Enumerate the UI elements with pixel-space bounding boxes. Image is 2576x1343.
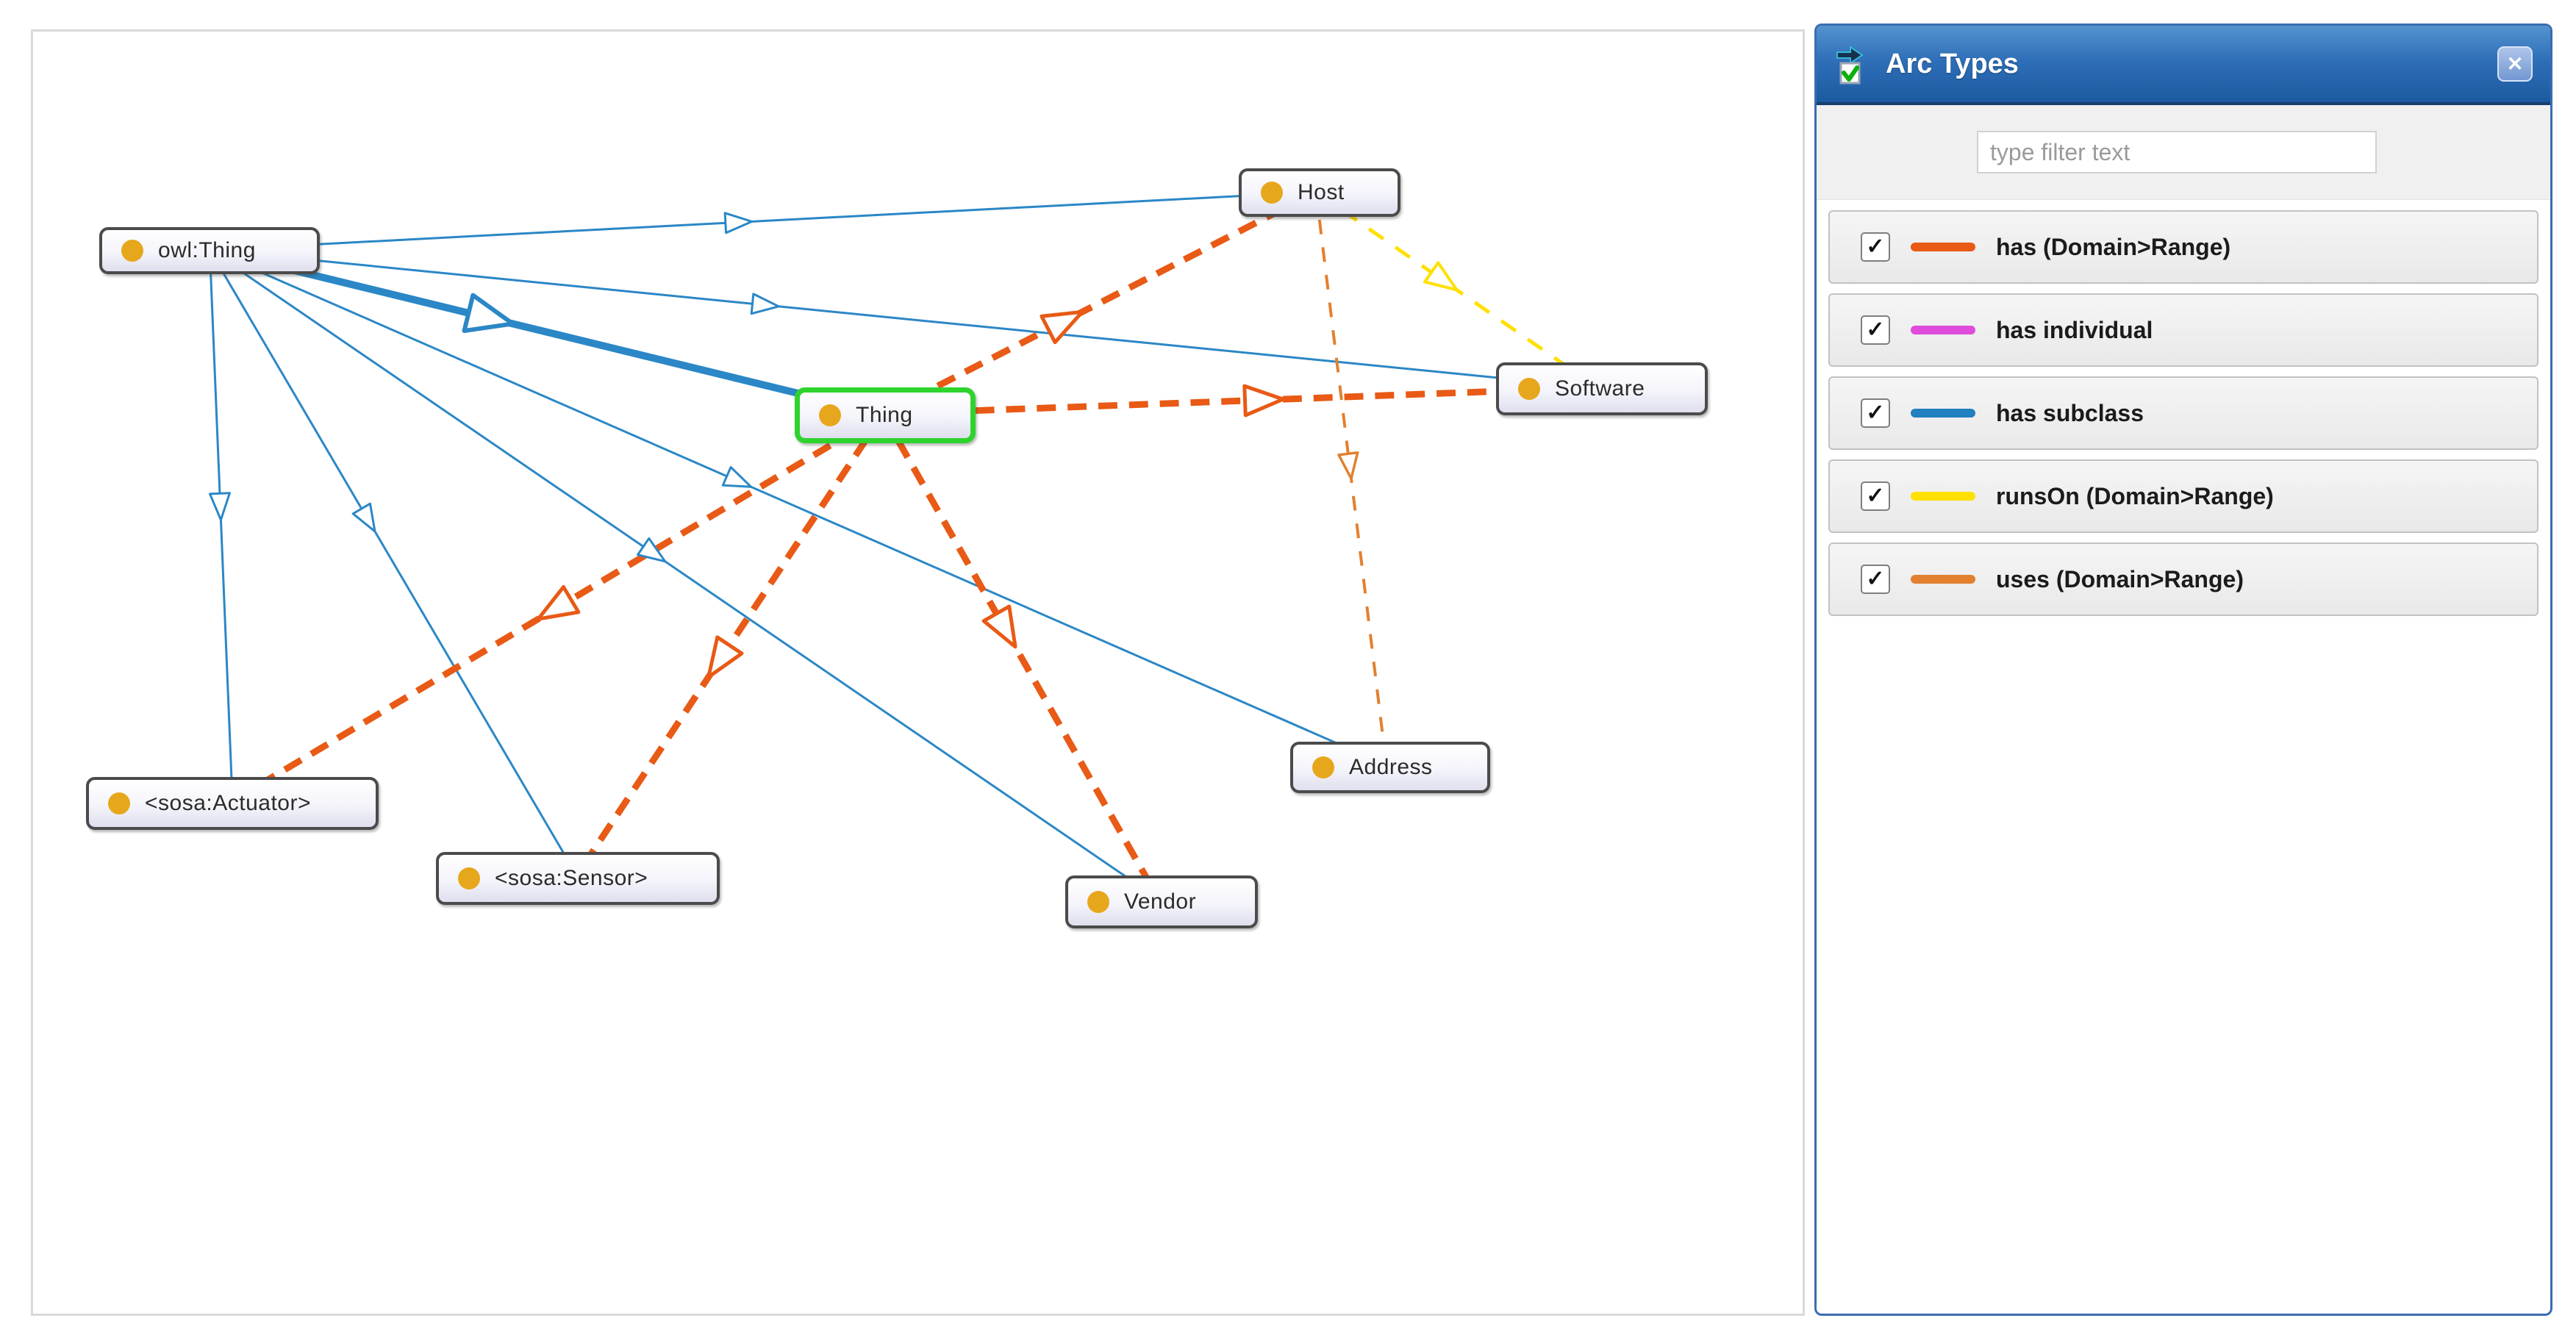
arrowhead-has_subclass-owl_thing-address <box>721 466 753 488</box>
edge-has-thing-software <box>882 384 1598 418</box>
arrowhead-has-thing-host <box>1040 309 1084 345</box>
graph-node-actuator[interactable]: <sosa:Actuator> <box>86 777 379 830</box>
arc-type-label: has individual <box>1996 316 2153 343</box>
filter-input[interactable] <box>1977 131 2377 173</box>
arrowhead-has_subclass-owl_thing-thing <box>462 293 515 333</box>
arc-type-row-has[interactable]: ✓ has subclass <box>1828 376 2539 450</box>
close-icon: ✕ <box>2506 53 2524 75</box>
class-icon <box>458 867 480 889</box>
arrowhead-has_subclass-owl_thing-host <box>723 212 754 234</box>
class-icon <box>1087 891 1109 913</box>
node-label: <sosa:Sensor> <box>495 866 648 890</box>
arc-type-label: uses (Domain>Range) <box>1996 565 2244 592</box>
graph-node-thing[interactable]: Thing <box>795 387 976 443</box>
graph-node-software[interactable]: Software <box>1496 362 1708 415</box>
check-icon <box>1842 65 1859 82</box>
graph-node-host[interactable]: Host <box>1239 168 1400 217</box>
node-label: owl:Thing <box>158 238 256 262</box>
class-icon <box>1312 756 1334 778</box>
edge-has_subclass-owl_thing-software <box>210 248 1598 389</box>
edge-has_subclass-owl_thing-actuator <box>208 249 234 801</box>
graph-node-sensor[interactable]: <sosa:Sensor> <box>436 852 720 905</box>
edge-has_subclass-owl_thing-host <box>210 190 1317 251</box>
class-icon <box>819 404 841 426</box>
graph-node-vendor[interactable]: Vendor <box>1065 875 1258 928</box>
class-icon <box>1261 182 1283 204</box>
arrowhead-has_subclass-owl_thing-software <box>750 293 780 315</box>
class-icon <box>121 240 143 262</box>
edge-has_subclass-owl_thing-thing <box>209 246 884 418</box>
arc-type-label: has (Domain>Range) <box>1996 233 2231 260</box>
graph-node-address[interactable]: Address <box>1290 742 1490 793</box>
arc-type-row-runsOn[interactable]: ✓ runsOn (Domain>Range) <box>1828 459 2539 533</box>
arrow-icon <box>1836 46 1864 65</box>
edge-has-thing-host <box>881 189 1318 418</box>
arc-types-header: Arc Types ✕ <box>1817 26 2550 105</box>
panel-title: Arc Types <box>1886 48 2019 79</box>
edge-has_subclass-owl_thing-vendor <box>209 248 1159 900</box>
arc-color-swatch <box>1911 575 1975 584</box>
node-label: Address <box>1349 755 1433 779</box>
class-icon <box>108 792 130 814</box>
arc-type-checkbox[interactable]: ✓ <box>1861 315 1890 345</box>
arrowhead-has-thing-sensor <box>706 635 744 679</box>
node-label: Software <box>1555 376 1645 401</box>
arc-type-label: runsOn (Domain>Range) <box>1996 482 2274 509</box>
checkbox-check-icon: ✓ <box>1866 484 1885 508</box>
edges-layer <box>208 189 1599 901</box>
graph-node-owl_thing[interactable]: owl:Thing <box>99 227 320 274</box>
arrowhead-runsOn-host-software <box>1423 261 1459 292</box>
node-label: <sosa:Actuator> <box>145 791 311 815</box>
arc-type-checkbox[interactable]: ✓ <box>1861 232 1890 262</box>
arrowhead-has-thing-software <box>1242 384 1285 418</box>
arc-color-swatch <box>1911 243 1975 251</box>
class-icon <box>1518 378 1540 400</box>
checkbox-check-icon: ✓ <box>1866 567 1885 591</box>
checkbox-check-icon: ✓ <box>1866 318 1885 342</box>
arc-type-row-has[interactable]: ✓ has individual <box>1828 293 2539 367</box>
node-label: Vendor <box>1124 889 1197 914</box>
arc-types-panel: Arc Types ✕ ✓ has (Domain>Range) ✓ has indi… <box>1814 24 2552 1316</box>
arrowhead-has_subclass-owl_thing-vendor <box>637 537 667 563</box>
arrowhead-has_subclass-owl_thing-sensor <box>351 502 376 533</box>
arrowhead-has-thing-actuator <box>536 584 581 621</box>
arc-types-panel-icon <box>1834 43 1871 85</box>
arc-color-swatch <box>1911 326 1975 334</box>
edge-has-thing-vendor <box>880 412 1162 901</box>
arc-type-checkbox[interactable]: ✓ <box>1861 481 1890 511</box>
close-button[interactable]: ✕ <box>2497 46 2533 82</box>
arc-type-row-has[interactable]: ✓ has (Domain>Range) <box>1828 210 2539 284</box>
arc-type-checkbox[interactable]: ✓ <box>1861 398 1890 428</box>
arc-type-label: has subclass <box>1996 399 2144 426</box>
node-label: Host <box>1298 180 1345 204</box>
arrowhead-has-thing-vendor <box>981 604 1017 649</box>
arc-type-row-uses[interactable]: ✓ uses (Domain>Range) <box>1828 542 2539 616</box>
arrowhead-has_subclass-owl_thing-actuator <box>209 492 231 521</box>
node-label: Thing <box>856 403 913 427</box>
arrowhead-uses-host-address <box>1337 451 1359 480</box>
arc-type-checkbox[interactable]: ✓ <box>1861 565 1890 594</box>
edge-has_subclass-owl_thing-sensor <box>209 249 578 876</box>
checkbox-check-icon: ✓ <box>1866 234 1885 259</box>
arc-color-swatch <box>1911 492 1975 501</box>
arc-type-list: ✓ has (Domain>Range) ✓ has individual ✓ has s… <box>1817 200 2550 616</box>
filter-bar <box>1817 105 2550 200</box>
checkbox-check-icon: ✓ <box>1866 401 1885 425</box>
arc-color-swatch <box>1911 409 1975 418</box>
edge-has_subclass-owl_thing-address <box>209 248 1387 766</box>
